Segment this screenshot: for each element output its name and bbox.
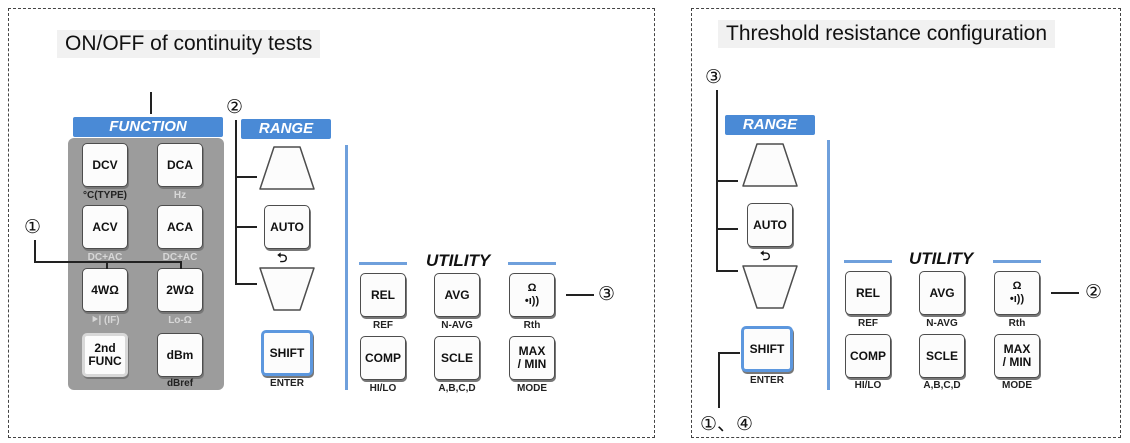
2nd-func-key[interactable]: 2nd FUNC: [82, 333, 128, 377]
callout-1: ①: [24, 217, 42, 238]
callout-3-right: ③: [705, 67, 723, 88]
callout-2-right-line: [1051, 292, 1079, 294]
right-comp-sub-label: HI/LO: [854, 380, 882, 391]
right-utility-bar-right: [993, 260, 1041, 263]
callout-1-4-line-vertical: [718, 352, 720, 408]
function-label: FUNCTION: [73, 117, 223, 137]
dbm-sub-label: dBref: [166, 378, 194, 389]
callout-2-tick-up: [235, 176, 257, 178]
callout-3-right-tick-down: [716, 270, 738, 272]
4w-ohm-sub-label: ⯈| (IF): [90, 315, 120, 326]
2w-ohm-key[interactable]: 2WΩ: [157, 268, 203, 312]
right-ohm-continuity-key[interactable]: Ω •ı)): [994, 271, 1040, 315]
right-rel-key[interactable]: REL: [845, 271, 891, 315]
range-up-key[interactable]: [257, 143, 317, 193]
callout-3-right-tick-up: [716, 180, 738, 182]
right-max-min-sub-label: MODE: [1002, 380, 1032, 391]
scle-sub-label: A,B,C,D: [438, 383, 476, 394]
right-range-label: RANGE: [725, 115, 815, 135]
callout-3-line: [566, 294, 594, 296]
2w-ohm-sub-label: Lo-Ω: [168, 315, 192, 326]
comp-sub-label: HI/LO: [369, 383, 397, 394]
callout-1-4: ①、④: [700, 414, 754, 435]
scle-key[interactable]: SCLE: [434, 336, 480, 380]
ohm-continuity-key[interactable]: Ω •ı)): [509, 273, 555, 317]
callout-3: ③: [598, 284, 616, 305]
right-range-divider: [827, 140, 830, 390]
range-divider: [345, 145, 348, 390]
callout-1-line-vertical: [34, 240, 36, 262]
avg-key[interactable]: AVG: [434, 273, 480, 317]
callout-2-line: [235, 120, 237, 284]
right-utility-label: UTILITY: [909, 249, 974, 268]
utility-bar-left: [359, 262, 407, 265]
auto-cycle-icon: ⮌: [277, 250, 288, 265]
right-shift-key[interactable]: SHIFT: [741, 326, 793, 372]
aca-key[interactable]: ACA: [157, 205, 203, 249]
rel-key[interactable]: REL: [360, 273, 406, 317]
right-max-min-key[interactable]: MAX / MIN: [994, 334, 1040, 378]
dbm-key[interactable]: dBm: [157, 333, 203, 377]
callout-2-right: ②: [1085, 282, 1103, 303]
shift-sub-label: ENTER: [270, 378, 304, 389]
callout-2-tick-down: [235, 283, 257, 285]
rel-sub-label: REF: [373, 320, 393, 331]
callout-3-right-tick-auto: [716, 228, 738, 230]
utility-label: UTILITY: [426, 251, 491, 270]
right-panel-title: Threshold resistance configuration: [718, 20, 1056, 48]
right-scle-sub-label: A,B,C,D: [923, 380, 961, 391]
callout-2: ②: [226, 97, 244, 118]
right-auto-cycle-icon: ⮌: [760, 248, 771, 263]
right-panel-frame: [691, 8, 1121, 438]
max-min-key[interactable]: MAX / MIN: [509, 336, 555, 380]
ohm-continuity-sub-label: Rth: [523, 320, 541, 331]
left-panel-frame: [8, 8, 655, 438]
avg-sub-label: N-AVG: [441, 320, 473, 331]
range-label: RANGE: [241, 119, 331, 139]
right-avg-sub-label: N-AVG: [926, 318, 958, 329]
right-auto-key[interactable]: AUTO: [747, 203, 793, 247]
dca-key[interactable]: DCA: [157, 143, 203, 187]
right-avg-key[interactable]: AVG: [919, 271, 965, 315]
right-range-down-key[interactable]: [740, 262, 800, 312]
callout-1-4-line-horizontal: [718, 352, 740, 354]
right-rel-sub-label: REF: [858, 318, 878, 329]
comp-key[interactable]: COMP: [360, 336, 406, 380]
right-ohm-continuity-sub-label: Rth: [1008, 318, 1026, 329]
dcv-sub-label: °C(TYPE): [83, 190, 127, 201]
range-down-key[interactable]: [257, 264, 317, 314]
shift-key[interactable]: SHIFT: [261, 330, 313, 376]
dcv-key[interactable]: DCV: [82, 143, 128, 187]
callout-1-tick-right: [180, 261, 182, 269]
aca-sub-label: DC+AC: [162, 252, 198, 263]
auto-key[interactable]: AUTO: [264, 205, 310, 249]
max-min-sub-label: MODE: [517, 383, 547, 394]
callout-1-tick-left: [106, 261, 108, 269]
acv-sub-label: DC+AC: [87, 252, 123, 263]
right-scle-key[interactable]: SCLE: [919, 334, 965, 378]
4w-ohm-key[interactable]: 4WΩ: [82, 268, 128, 312]
function-pointer-line: [150, 92, 152, 114]
right-shift-sub-label: ENTER: [750, 375, 784, 386]
right-comp-key[interactable]: COMP: [845, 334, 891, 378]
left-panel-title: ON/OFF of continuity tests: [57, 30, 321, 58]
utility-bar-right: [508, 262, 556, 265]
callout-2-tick-auto: [235, 226, 257, 228]
dca-sub-label: Hz: [173, 190, 187, 201]
callout-1-line-horizontal: [34, 261, 182, 263]
right-utility-bar-left: [844, 260, 892, 263]
acv-key[interactable]: ACV: [82, 205, 128, 249]
right-range-up-key[interactable]: [740, 140, 800, 190]
